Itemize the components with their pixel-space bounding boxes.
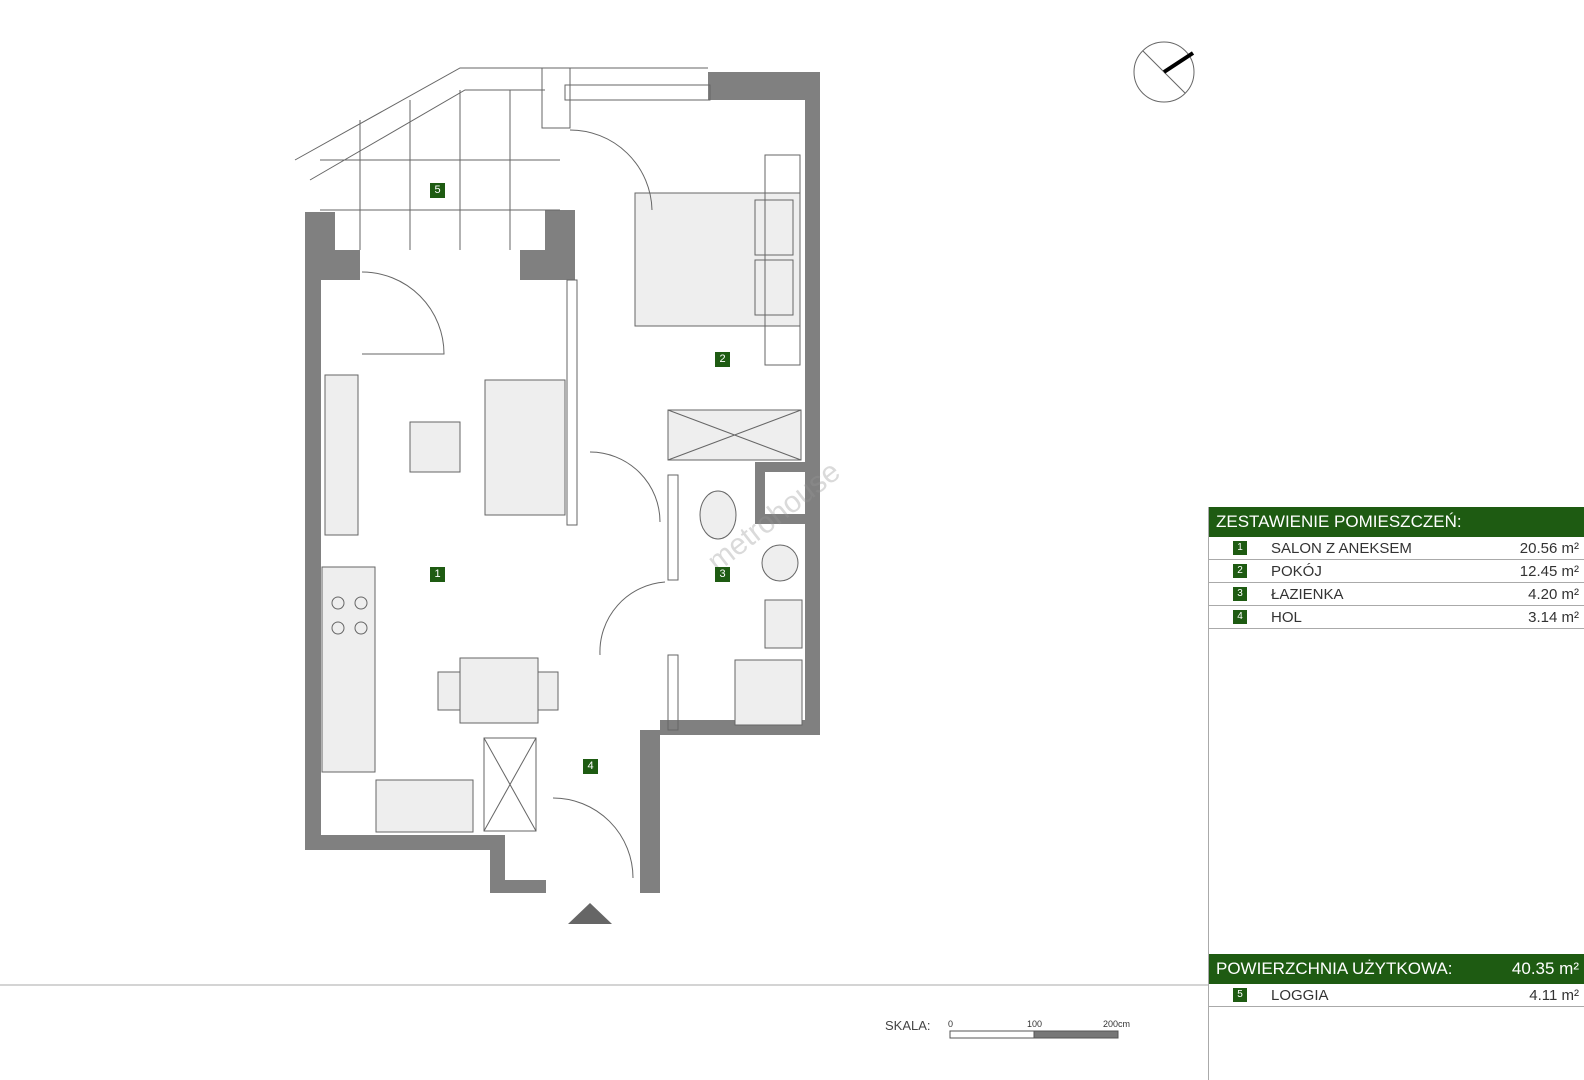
room-legend: ZESTAWIENIE POMIESZCZEŃ: 1 SALON Z ANEKSE… [1208, 507, 1584, 1080]
fixtures [0, 41, 1208, 986]
walls [305, 72, 820, 893]
room-name: POKÓJ [1271, 562, 1322, 580]
scale-tick-0: 0 [948, 1019, 954, 1029]
room-area: 12.45 m² [1519, 562, 1579, 580]
scale-bar-dark [1033, 1030, 1119, 1039]
room-area: 4.20 m² [1528, 585, 1579, 603]
legend-row: 1 SALON Z ANEKSEM 20.56 m² [1209, 537, 1584, 560]
scale-tick-200: 200cm [1103, 1019, 1131, 1029]
room-area: 3.14 m² [1528, 608, 1579, 626]
usable-area-value: 40.35 m² [1511, 959, 1579, 978]
room-name: HOL [1271, 608, 1302, 626]
room-tag-1: 1 [430, 567, 445, 582]
legend-row: 3 ŁAZIENKA 4.20 m² [1209, 583, 1584, 606]
entrance-arrow-icon [568, 903, 612, 924]
legend-row-loggia: 5 LOGGIA 4.11 m² [1209, 984, 1584, 1007]
room-area: 20.56 m² [1519, 539, 1579, 557]
usable-area-label: POWIERZCHNIA UŻYTKOWA: [1216, 959, 1453, 978]
room-area: 4.11 m² [1529, 986, 1579, 1004]
room-tag-4: 4 [583, 759, 598, 774]
room-number: 4 [1233, 610, 1247, 624]
room-tag-3: 3 [715, 567, 730, 582]
room-number: 2 [1233, 564, 1247, 578]
room-name: SALON Z ANEKSEM [1271, 539, 1412, 557]
room-tag-2: 2 [715, 352, 730, 367]
usable-area-header: POWIERZCHNIA UŻYTKOWA: 40.35 m² [1209, 954, 1584, 984]
scale-tick-100: 100 [1027, 1019, 1043, 1029]
legend-row: 2 POKÓJ 12.45 m² [1209, 560, 1584, 583]
legend-header: ZESTAWIENIE POMIESZCZEŃ: [1209, 507, 1584, 537]
room-tag-5: 5 [430, 183, 445, 198]
room-name: LOGGIA [1271, 986, 1329, 1004]
room-number: 1 [1233, 541, 1247, 555]
scale-label: SKALA: [885, 1018, 931, 1033]
room-number: 5 [1233, 988, 1247, 1002]
scale-bar-light [949, 1030, 1035, 1039]
room-number: 3 [1233, 587, 1247, 601]
legend-row: 4 HOL 3.14 m² [1209, 606, 1584, 629]
legend-title: ZESTAWIENIE POMIESZCZEŃ: [1216, 512, 1462, 531]
room-name: ŁAZIENKA [1271, 585, 1344, 603]
